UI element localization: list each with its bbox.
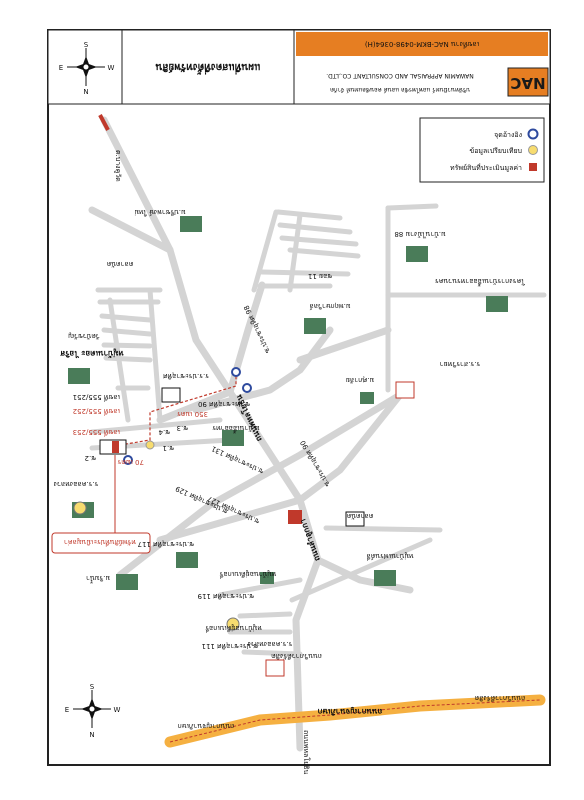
map-title: แผนที่แสดงที่ตั้งทรัพย์สิน	[155, 61, 260, 75]
school-icon-3	[161, 387, 181, 403]
road-phaholyothin-line	[100, 116, 322, 752]
village-icon-11	[374, 570, 396, 586]
main-roads	[88, 116, 414, 752]
label-soi-111: ซ.ประชาอุทิศ 111	[202, 642, 258, 650]
header-orange-bar	[296, 32, 548, 56]
label-dist-350: 350 เมตร	[177, 410, 208, 418]
compass-w: W	[108, 64, 115, 72]
label-soi-4: ซ.4	[158, 428, 170, 436]
label-school-3: ร.ร.ประชาอุทิศ	[163, 372, 209, 380]
legend-label-2: ข้อมูลเปรียบเทียบ	[469, 147, 522, 155]
compass-s-bottom: S	[90, 683, 95, 691]
bank-icon-2	[226, 617, 240, 631]
legend-box	[419, 117, 545, 183]
bank-icon	[73, 501, 87, 515]
compass-e: E	[59, 64, 63, 72]
property-marker	[112, 441, 119, 453]
label-soi-117: ซ.ประชาอุทิศ 117	[138, 540, 194, 548]
label-vibhavadi: ถนนวิภาวดีรังสิต	[271, 652, 322, 660]
compass-e-bottom: E	[65, 706, 69, 714]
compass-bottom: S N E W	[65, 683, 121, 739]
label-prop-c: เลขที่ 555/253	[73, 428, 120, 437]
callout-text: ทรัพย์สินที่ประเมินมูลค่า	[64, 538, 136, 547]
label-school-1: ร.ร.สารวิทยา	[440, 360, 481, 368]
legend-red-square-icon	[529, 163, 537, 171]
label-soi-119: ซ.ประชาอุทิศ 119	[198, 592, 254, 600]
label-prop-b: เลขที่ 555/252	[73, 407, 120, 416]
label-village-2: ม.บ้านไม้งาม 88	[394, 230, 445, 239]
compass-s: S	[84, 41, 89, 49]
label-prop-a: เลขที่ 555/251	[73, 393, 120, 402]
company-th: บริษัทนวมินทร์ แอพไพรซัล แอนด์ คอนซัลแทน…	[330, 86, 470, 94]
school-icon-1	[395, 381, 415, 399]
reference-pin-icon-2	[242, 383, 252, 393]
village-icon-3	[486, 296, 508, 312]
company-en: NAWAMIN APPRAISAL AND CONSULTANT CO.,LTD…	[326, 72, 474, 79]
label-village-7: ม.ศุภาลัย	[346, 376, 374, 384]
village-icon-6	[222, 430, 244, 446]
route-to-property	[119, 372, 237, 446]
label-kanchana-left: ถนนกาญจนาภิเษก	[178, 722, 235, 730]
label-village-4: หมู่บ้านเดอะ ไอริส	[60, 348, 124, 359]
legend-label-1: ทรัพย์สินที่ประเมินมูลค่า	[450, 163, 522, 172]
label-market: ตลาดนัด	[347, 512, 374, 520]
label-dist-70: 70 เมตร	[117, 458, 144, 466]
label-soi-11: ซอย 11	[308, 272, 332, 280]
school-icon-2	[265, 659, 285, 677]
label-bank: หมู่บ้านอยู่ดีเบเกอรี่	[205, 624, 262, 633]
label-kanchana: ถนนกาญจนาภิเษก	[317, 706, 382, 716]
label-village-3: ม.พฤกษาวิลล์	[310, 302, 351, 310]
label-soi-90: ซ.ประชาอุทิศ 90	[198, 400, 250, 408]
compass-w-bottom: W	[114, 706, 121, 714]
header-title-box	[121, 29, 295, 105]
legend-yellow-circle-icon	[528, 145, 538, 155]
north-marker	[98, 114, 110, 131]
label-village-5: ม.ริมน้ำ	[86, 574, 110, 585]
compare-point-icon	[145, 440, 155, 450]
reference-pin-icon	[231, 367, 241, 377]
legend: ทรัพย์สินที่ประเมินมูลค่า ข้อมูลเปรียบเท…	[419, 117, 545, 183]
village-icon-5	[68, 368, 90, 384]
job-ref: เลขที่งาน NAC-BKM-0498-0364(H)	[365, 40, 480, 49]
market-icon	[345, 511, 365, 527]
label-village-8: หมู่บ้านเฟรนด์ลี่	[366, 552, 413, 561]
compass-top: S N E W	[59, 41, 115, 96]
village-icon-10	[116, 574, 138, 590]
label-village-9: โครงการบ้านเอื้ออาทรนวนคร	[435, 277, 525, 288]
temple-icon	[288, 510, 302, 524]
compass-n-bottom: N	[89, 731, 94, 739]
highway-centerline	[169, 699, 541, 743]
label-soi-1: ซ.1	[163, 444, 174, 452]
label-temple: วัดบัวขวัญ	[68, 332, 100, 340]
logo-text: NAC	[510, 74, 545, 92]
nac-logo	[507, 67, 549, 97]
label-school-4: ร.ร.คลองหลวง	[248, 640, 293, 648]
reference-pin-icon-3	[123, 455, 133, 465]
village-icons	[68, 216, 508, 677]
legend-blue-pin-icon	[527, 128, 539, 140]
village-icon-9	[176, 552, 198, 568]
callout-box	[51, 532, 151, 554]
label-village-6: ม.บ้านเอื้ออาทร	[212, 424, 260, 435]
village-icon-1	[180, 216, 202, 232]
label-soi-2: ซ.2	[85, 454, 96, 462]
minor-roads	[89, 203, 547, 657]
label-village-10: หมู่บ้านอยู่ดีเบเกอรี่	[219, 570, 276, 579]
village-icon-2	[406, 246, 428, 262]
label-north-sign: ต.บางคูวัด	[114, 150, 122, 182]
village-icon-7	[360, 392, 374, 404]
village-icon-4	[304, 318, 326, 334]
label-school-2: ร.ร.คลองหลวง	[54, 480, 99, 488]
label-market-top: ตลาดนัด	[107, 260, 134, 268]
label-vibhavadi-right: ถนนวิภาวดีรังสิต	[474, 694, 525, 702]
label-soi-3: ซ.3	[177, 424, 188, 432]
legend-label-3: จุดอ้างอิง	[494, 131, 522, 139]
label-village-1: ม.ปรีชาพงษ์ ใหม่	[134, 208, 185, 217]
village-icon-12	[260, 572, 274, 584]
compass-n: N	[83, 88, 88, 96]
label-phaholyothin-bottom: ถนนพหลโยธิน	[302, 730, 311, 774]
